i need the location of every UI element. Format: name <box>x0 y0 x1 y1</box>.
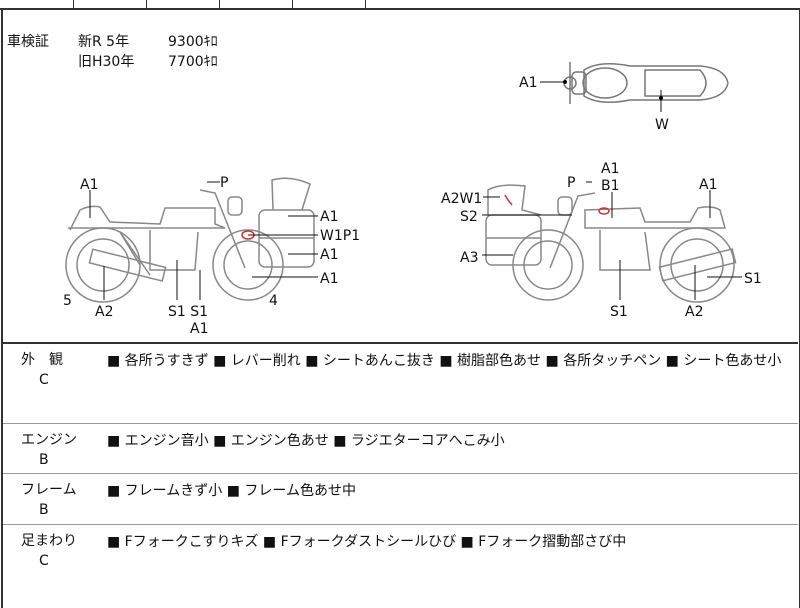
section-frame: フレーム B ■ フレームきず小 ■ フレーム色あせ中 <box>3 473 798 524</box>
diagram-label: P <box>220 175 228 191</box>
section-grade: C <box>39 372 49 388</box>
diagram-label: S1 <box>610 304 628 320</box>
shaken-label: 車検証 <box>7 34 49 50</box>
diagram-label: S2 <box>460 209 478 225</box>
shaken-new-km: 9300ｷﾛ <box>168 34 218 50</box>
shaken-old-km: 7700ｷﾛ <box>168 54 218 70</box>
diagram-label: S1 S1 <box>168 304 208 320</box>
diagram-label: A1 <box>190 321 208 337</box>
diagram-label: 5 <box>63 293 72 309</box>
shaken-old: 旧H30年 <box>78 54 135 70</box>
diagram-label: A1 <box>519 75 537 91</box>
left-side-bike <box>65 177 315 303</box>
right-side-bike <box>485 184 737 303</box>
section-grade: B <box>39 502 49 518</box>
diagram-label: A1 <box>699 177 717 193</box>
top-table-row-cutoff <box>0 0 800 10</box>
diagram-label: B1 <box>601 178 620 194</box>
damage-marker <box>504 194 513 206</box>
section-notes: ■ Fフォークこすりキズ ■ Fフォークダストシールひび ■ Fフォーク摺動部さ… <box>107 534 627 550</box>
section-notes: ■ フレームきず小 ■ フレーム色あせ中 <box>107 483 356 499</box>
top-view-bike <box>563 62 729 104</box>
section-engine: エンジン B ■ エンジン音小 ■ エンジン色あせ ■ ラジエターコアへこみ小 <box>3 423 798 474</box>
diagram-label: W <box>655 117 669 133</box>
section-notes: ■ エンジン音小 ■ エンジン色あせ ■ ラジエターコアへこみ小 <box>107 433 505 449</box>
diagram-label: S1 <box>744 271 762 287</box>
diagram-label: 4 <box>269 293 278 309</box>
diagram-label: A3 <box>460 250 478 266</box>
diagram-label: P <box>567 175 575 191</box>
inspection-diagram: A1 W A1 P A1 W1P1 A1 A1 5 A2 S1 S1 A1 4 <box>63 62 762 337</box>
section-name: フレーム <box>21 482 77 498</box>
damage-marker <box>598 207 610 215</box>
diagram-label: A2W1 <box>441 191 482 207</box>
diagram-label: A1 <box>80 177 98 193</box>
section-name: 足まわり <box>21 533 77 549</box>
section-name: 外 観 <box>21 352 63 368</box>
section-suspension: 足まわり C ■ Fフォークこすりキズ ■ Fフォークダストシールひび ■ Fフ… <box>3 524 798 601</box>
shaken-new: 新R 5年 <box>78 34 130 50</box>
section-exterior: 外 観 C ■ 各所うすきず ■ レバー削れ ■ シートあんこ抜き ■ 樹脂部色… <box>3 342 798 424</box>
diagram-label: A1 <box>320 209 338 225</box>
section-grade: C <box>39 553 49 569</box>
diagram-label: A2 <box>685 304 703 320</box>
diagram-label: A1 <box>320 247 338 263</box>
diagram-label: A1 <box>320 271 338 287</box>
diagram-label: W1P1 <box>320 228 360 244</box>
diagram-label: A2 <box>95 304 113 320</box>
section-name: エンジン <box>21 432 77 448</box>
diagram-label: A1 <box>601 161 619 177</box>
section-grade: B <box>39 452 49 468</box>
section-notes: ■ 各所うすきず ■ レバー削れ ■ シートあんこ抜き ■ 樹脂部色あせ ■ 各… <box>107 353 782 369</box>
